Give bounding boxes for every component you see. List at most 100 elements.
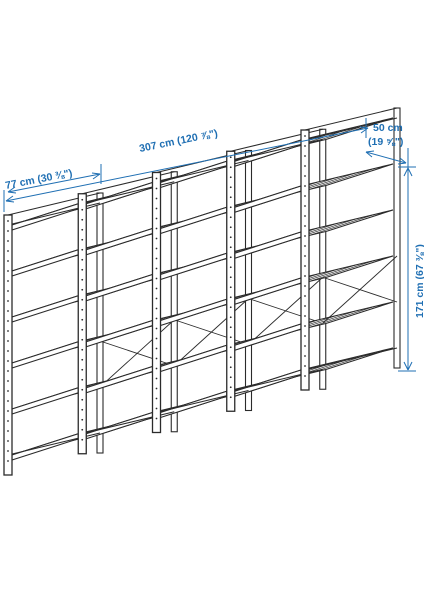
post-hole xyxy=(7,440,9,442)
side-rail xyxy=(304,347,398,371)
post-hole xyxy=(304,335,306,337)
shelf-front-edge xyxy=(11,202,79,231)
shelf-front-edge xyxy=(11,340,79,369)
front-post xyxy=(151,171,162,434)
post-hole xyxy=(155,327,158,330)
post-hole xyxy=(304,165,306,167)
side-rail-top xyxy=(304,107,398,131)
post-hole xyxy=(304,265,306,267)
post-hole xyxy=(229,226,232,229)
cross-brace xyxy=(99,340,175,367)
post-hole xyxy=(81,438,84,441)
post-hole xyxy=(81,418,84,421)
post-hole xyxy=(304,295,306,297)
shelf-front-edge xyxy=(11,248,79,277)
depth-arrow-left xyxy=(365,150,375,158)
post-hole xyxy=(304,135,306,137)
depth-label-in: (19 ⅝") xyxy=(368,136,403,148)
post-hole xyxy=(7,400,9,402)
post-hole xyxy=(155,207,158,210)
post-hole xyxy=(81,428,84,431)
post-hole xyxy=(7,300,9,302)
post-hole xyxy=(155,277,158,280)
post-hole xyxy=(81,238,84,241)
post-hole xyxy=(229,396,232,399)
shelf-front-edge xyxy=(159,252,228,281)
shelf-front-edge xyxy=(85,273,154,302)
post-hole xyxy=(81,388,84,391)
post-hole xyxy=(81,298,84,301)
shelf-front-edge xyxy=(234,277,302,306)
post-hole xyxy=(229,376,232,379)
post-hole xyxy=(81,338,84,341)
front-post xyxy=(77,193,87,455)
cross-brace xyxy=(174,319,249,345)
shelf-slat xyxy=(308,214,375,236)
unit-width-label: 77 cm (30 ⅜") xyxy=(4,167,73,192)
shelf-front-edge xyxy=(159,390,228,419)
shelf-front-edge xyxy=(85,411,154,440)
post-hole xyxy=(304,245,306,247)
unit-width-line xyxy=(7,173,101,193)
post-hole xyxy=(304,225,306,227)
post-hole xyxy=(229,186,232,189)
post-hole xyxy=(304,145,306,147)
shelf-front-edge xyxy=(85,319,154,348)
post-hole xyxy=(7,320,9,322)
post-hole xyxy=(155,217,158,220)
shelf-slat xyxy=(308,260,375,282)
shelf-front-edge xyxy=(85,181,154,210)
post-hole xyxy=(229,256,232,259)
post-hole xyxy=(155,307,158,310)
post-hole xyxy=(7,220,9,222)
post-hole xyxy=(229,236,232,239)
post-hole xyxy=(7,370,9,372)
shelf-front-edge xyxy=(85,365,154,394)
shelf-front-edge xyxy=(159,206,228,235)
height-label: 171 cm (67 ⅜") xyxy=(414,244,424,318)
back-post xyxy=(170,171,178,433)
post-hole xyxy=(155,347,158,350)
post-hole xyxy=(81,248,84,251)
unit-width-arrow-right xyxy=(91,172,101,180)
post-hole xyxy=(304,185,306,187)
post-hole xyxy=(304,195,306,197)
post-hole xyxy=(155,387,158,390)
post-hole xyxy=(155,317,158,320)
post-hole xyxy=(304,205,306,207)
post-hole xyxy=(155,177,158,180)
total-width-line xyxy=(5,127,369,202)
post-hole xyxy=(7,430,9,432)
total-width-arrow-left xyxy=(5,195,15,203)
post-hole xyxy=(81,278,84,281)
post-hole xyxy=(81,208,84,211)
shelf-front-edge xyxy=(234,185,302,214)
total-width-label: 307 cm (120 ⅞") xyxy=(138,127,219,155)
post-hole xyxy=(304,345,306,347)
post-hole xyxy=(155,227,158,230)
post-hole xyxy=(229,336,232,339)
post-hole xyxy=(81,258,84,261)
shelf-slat xyxy=(308,168,375,190)
post-hole xyxy=(81,308,84,311)
post-hole xyxy=(155,417,158,420)
post-hole xyxy=(7,360,9,362)
post-hole xyxy=(155,297,158,300)
post-hole xyxy=(7,460,9,462)
post-hole xyxy=(229,386,232,389)
post-hole xyxy=(7,310,9,312)
shelf-front-edge xyxy=(11,386,79,415)
post-hole xyxy=(304,365,306,367)
height-arrow-top xyxy=(403,167,413,177)
shelf-front-edge xyxy=(159,344,228,373)
post-hole xyxy=(229,306,232,309)
post-hole xyxy=(229,316,232,319)
post-hole xyxy=(304,235,306,237)
post-hole xyxy=(81,408,84,411)
cross-brace xyxy=(322,276,398,303)
post-hole xyxy=(81,358,84,361)
back-post xyxy=(96,192,104,454)
shelf-front-edge xyxy=(159,298,228,327)
post-hole xyxy=(155,377,158,380)
post-hole xyxy=(81,318,84,321)
